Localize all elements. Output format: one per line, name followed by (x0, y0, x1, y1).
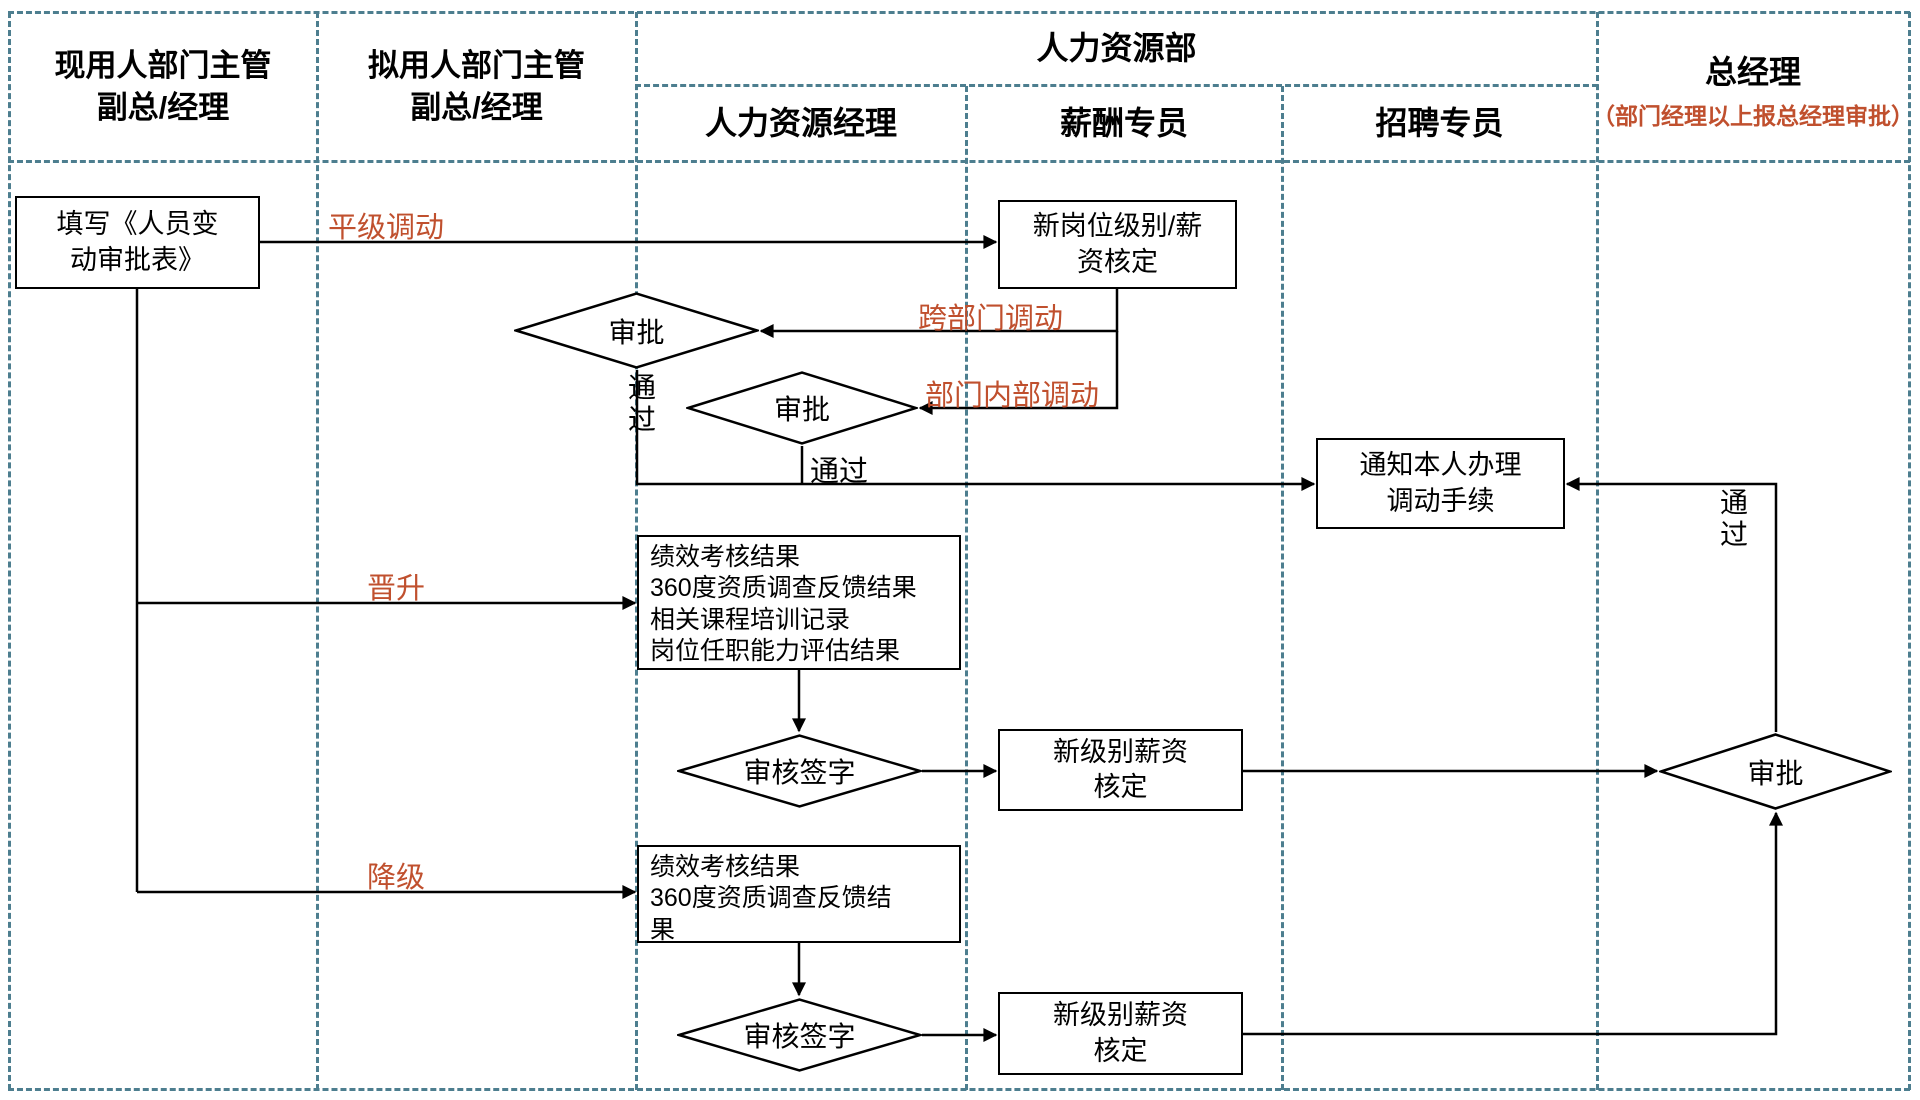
node-label: 绩效考核结果 360度资质调查反馈结果 相关课程培训记录 岗位任职能力评估结果 (650, 543, 917, 665)
lane-border-hr-2 (1281, 86, 1284, 1090)
node-demotion-materials: 绩效考核结果 360度资质调查反馈结 果 (637, 845, 961, 944)
lane-header-label: 薪酬专员 (1059, 104, 1188, 141)
lane-border-bottom (8, 1088, 1910, 1091)
lane-header-hr: 人力资源部 (637, 14, 1596, 82)
edge-label-internal-transfer: 部门内部调动 (925, 380, 1100, 412)
diamond-review-sign-2: 审核签字 (677, 997, 922, 1073)
diamond-shape (514, 292, 759, 369)
lane-header-label: 人力资源经理 (704, 104, 897, 141)
diamond-gm-approve: 审批 (1659, 732, 1892, 811)
diamond-shape (677, 734, 922, 808)
lane-header-separator (8, 160, 1910, 163)
arrow-approve1-pass-to-notify (635, 370, 1316, 491)
lane-header-label: 总经理 (1704, 53, 1801, 90)
node-notify-transfer: 通知本人办理 调动手续 (1316, 438, 1565, 529)
edge-label-promotion: 晋升 (367, 573, 426, 605)
lane-border-left (8, 12, 11, 1090)
gm-approval-note: （部门经理以上报总经理审批） (1592, 103, 1914, 130)
edge-label-demotion: 降级 (367, 862, 426, 894)
node-label: 通知本人办理 调动手续 (1359, 450, 1522, 516)
diamond-approve-2: 审批 (686, 370, 918, 446)
diamond-label: 审批 (608, 316, 665, 348)
arrow-internal-to-approve2 (918, 331, 1119, 415)
lane-border-hr-1 (965, 86, 968, 1090)
lane-header-proposed-dept: 拟用人部门主管 副总/经理 (318, 14, 635, 160)
diamond-label: 审批 (773, 394, 830, 425)
lane-header-label: 招聘专员 (1375, 104, 1504, 141)
lane-header-label: 现用人部门主管 副总/经理 (54, 48, 272, 125)
edge-label-cross-dept-transfer: 跨部门调动 (918, 303, 1064, 335)
edge-label-pass-1: 通 过 (627, 372, 656, 436)
lane-border-3 (1596, 12, 1599, 1090)
lane-header-recruiting-specialist: 招聘专员 (1283, 88, 1596, 158)
diamond-label: 审核签字 (743, 1021, 856, 1052)
lane-header-current-dept: 现用人部门主管 副总/经理 (10, 14, 316, 160)
lane-border-2 (635, 12, 638, 1090)
arrow-salary2-to-gm-approve (1243, 811, 1783, 1036)
lane-header-compensation-specialist: 薪酬专员 (967, 88, 1281, 158)
lane-border-top (8, 11, 1910, 14)
lane-border-1 (316, 12, 319, 1090)
node-label: 填写《人员变 动审批表》 (56, 209, 219, 275)
diamond-review-sign-1: 审核签字 (677, 733, 922, 809)
node-new-post-salary: 新岗位级别/薪 资核定 (998, 200, 1237, 289)
node-new-level-salary-1: 新级别薪资 核定 (998, 729, 1243, 811)
arrow-gm-pass-to-notify (1565, 477, 1778, 732)
node-label: 绩效考核结果 360度资质调查反馈结 果 (650, 853, 892, 944)
diamond-shape (1659, 733, 1892, 810)
node-promotion-materials: 绩效考核结果 360度资质调查反馈结果 相关课程培训记录 岗位任职能力评估结果 (637, 535, 961, 670)
lane-header-hr-manager: 人力资源经理 (637, 88, 965, 158)
node-label: 新岗位级别/薪 资核定 (1032, 211, 1203, 277)
diamond-label: 审批 (1747, 757, 1804, 789)
lane-header-gm: 总经理 （部门经理以上报总经理审批） (1592, 14, 1914, 160)
lane-border-right (1908, 12, 1911, 1090)
diamond-label: 审核签字 (743, 757, 856, 788)
hr-subheader-separator (635, 84, 1598, 87)
edge-label-lateral-transfer: 平级调动 (328, 212, 445, 244)
edge-label-pass-2: 通过 (810, 456, 869, 488)
lane-header-label: 拟用人部门主管 副总/经理 (368, 48, 585, 125)
diamond-approve-1: 审批 (514, 291, 759, 370)
node-label: 新级别薪资 核定 (1053, 736, 1188, 802)
lane-header-label: 人力资源部 (1036, 29, 1197, 66)
diamond-shape (677, 998, 922, 1072)
diamond-shape (686, 371, 918, 445)
edge-label-pass-gm: 通 过 (1719, 487, 1748, 551)
node-fill-form: 填写《人员变 动审批表》 (15, 196, 260, 289)
node-label: 新级别薪资 核定 (1053, 1000, 1188, 1066)
node-new-level-salary-2: 新级别薪资 核定 (998, 992, 1243, 1075)
